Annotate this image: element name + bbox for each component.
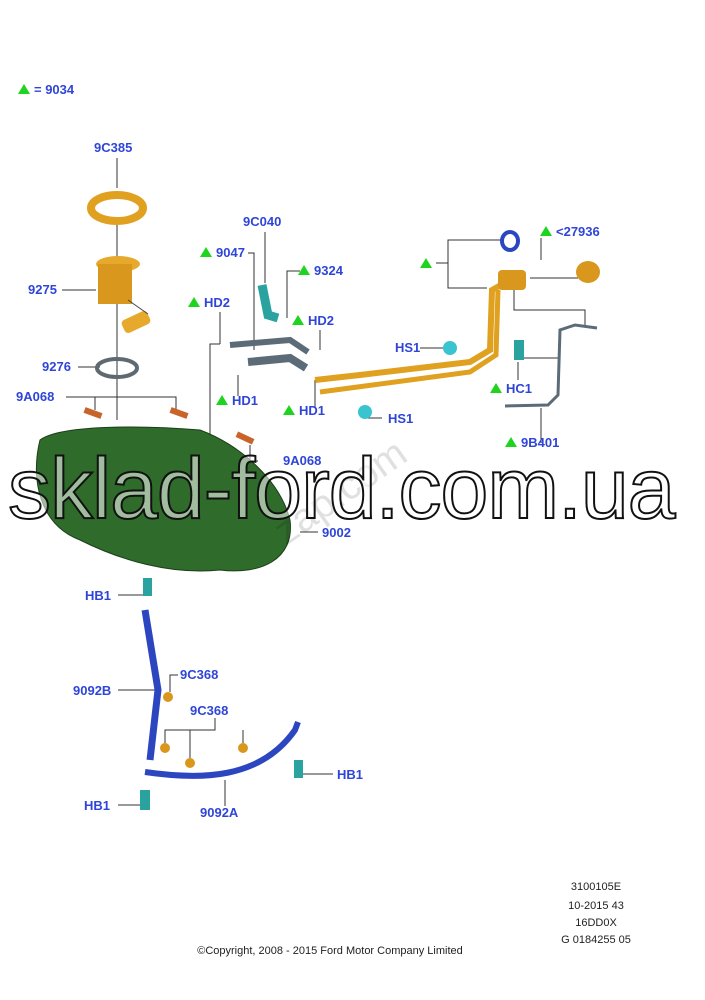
label-text: HD2 [204,295,231,310]
group-code: G 0184255 05 [561,934,631,946]
label-9002[interactable]: 9002 [322,525,351,540]
lock-ring-part [87,191,147,225]
label-HB1[interactable]: HB1 [85,588,112,603]
leader-lines [62,158,586,806]
label-text: HD1 [299,403,326,418]
label-9092A[interactable]: 9092A [200,805,239,820]
label-text: <27936 [556,224,600,239]
clip-part [500,230,520,252]
label-text: 9B401 [521,435,560,450]
triangle-icon [420,258,432,268]
label-HS1[interactable]: HS1 [395,340,421,355]
label-HB1[interactable]: HB1 [84,798,111,813]
label-9C368[interactable]: 9C368 [180,667,219,682]
hose-9047 [247,353,309,372]
label-HD1[interactable]: HD1 [283,404,325,418]
label-9B401[interactable]: 9B401 [505,436,559,450]
strap-9092B [141,609,162,761]
triangle-icon [18,84,30,94]
label-9C385[interactable]: 9C385 [94,140,133,155]
label-HC1[interactable]: HC1 [490,382,532,396]
triangle-icon [490,383,502,393]
triangle-icon [283,405,295,415]
legend: = 9034 [18,83,74,97]
illustration-code: 3100105E [570,881,622,893]
label-HD2[interactable]: HD2 [188,296,230,310]
label-9C040[interactable]: 9C040 [243,214,282,229]
triangle-icon [298,265,310,275]
label-9047[interactable]: 9047 [200,246,245,260]
label-HS1[interactable]: HS1 [388,411,414,426]
triangle-icon [200,247,212,257]
label-text: 9324 [314,263,343,278]
triangle-icon [292,315,304,325]
label-text: HD2 [308,313,335,328]
hose-9324 [229,336,310,355]
triangle-icon [505,437,517,447]
filler-pipe-part [314,277,512,383]
label-unnamed-triangle[interactable] [420,257,436,271]
label-27936[interactable]: <27936 [540,225,600,239]
label-HD2[interactable]: HD2 [292,314,334,328]
fuel-tank-part [35,426,291,572]
triangle-icon [216,395,228,405]
strap-9092A [144,720,301,779]
triangle-icon [188,297,200,307]
label-9C368[interactable]: 9C368 [190,703,229,718]
watermark: sklad-ford.com.ua [7,440,677,538]
label-9275[interactable]: 9275 [28,282,57,297]
label-text: HC1 [506,381,533,396]
seal-ring-part [95,357,139,379]
label-9092B[interactable]: 9092B [73,683,112,698]
fuel-pump-part [96,256,151,333]
triangle-icon [540,226,552,236]
label-text: HD1 [232,393,259,408]
vent-hose-9B401 [504,323,598,408]
label-HB1[interactable]: HB1 [337,767,364,782]
label-HD1[interactable]: HD1 [216,394,258,408]
label-9324[interactable]: 9324 [298,264,343,278]
copyright: ©Copyright, 2008 - 2015 Ford Motor Compa… [197,945,463,957]
date-code: 10-2015 43 [568,900,624,912]
label-text: 9047 [216,245,245,260]
label-9A068[interactable]: 9A068 [16,389,55,404]
filler-cap-part [576,261,600,283]
valve-9C040 [257,284,280,323]
label-9276[interactable]: 9276 [42,359,71,374]
legend-text: = 9034 [34,82,75,97]
label-9A068[interactable]: 9A068 [283,453,322,468]
model-code: 16DD0X [575,917,617,929]
